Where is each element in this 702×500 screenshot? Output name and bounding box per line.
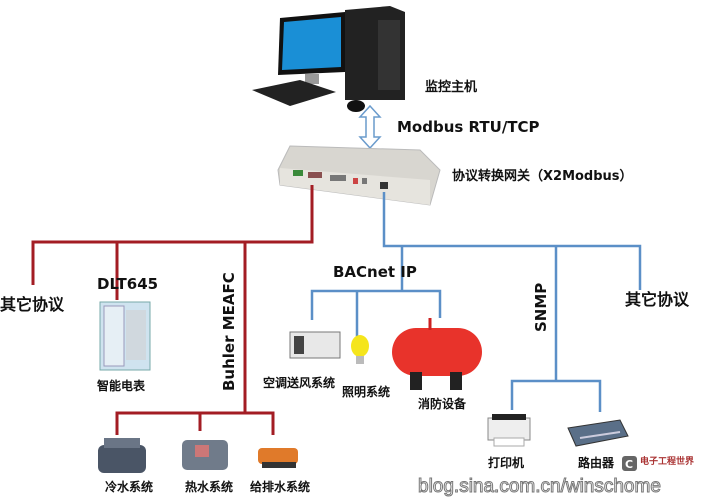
lighting-label: 照明系统 (342, 385, 391, 399)
gateway-label: 协议转换网关（X2Modbus） (452, 169, 633, 184)
air-handler-label: 空调送风系统 (263, 376, 336, 390)
hot-water-system-icon (182, 440, 228, 470)
watermark-logo-text: 电子工程世界 (640, 457, 695, 467)
link-protocol-label: Modbus RTU/TCP (397, 118, 540, 136)
gateway-device-icon (277, 145, 441, 206)
bacnet-label: BACnet IP (333, 263, 417, 281)
host-label: 监控主机 (425, 80, 478, 95)
watermark-logo: C (622, 456, 637, 471)
chiller-icon (98, 438, 146, 473)
router-label: 路由器 (578, 456, 615, 470)
smart-meter-cabinet-icon (99, 301, 151, 371)
snmp-label: SNMP (532, 282, 550, 332)
serial-other-protocol-label: 其它协议 (0, 295, 65, 314)
chiller-label: 冷水系统 (105, 480, 154, 494)
ethernet-bus-lines (310, 192, 642, 412)
ethernet-other-protocol-label: 其它协议 (625, 290, 690, 309)
serial-bus-lines (31, 185, 314, 435)
svg-text:C: C (625, 458, 633, 471)
buhler-label: Buhler MEAFC (220, 272, 238, 391)
printer-label: 打印机 (488, 456, 525, 470)
fire-equipment-label: 消防设备 (418, 397, 467, 411)
desktop-computer-icon (252, 6, 405, 112)
hot-water-label: 热水系统 (185, 480, 234, 494)
light-bulb-icon (351, 335, 369, 364)
router-icon (567, 419, 629, 447)
water-supply-label: 给排水系统 (250, 480, 311, 494)
air-handler-icon (289, 331, 341, 359)
watermark-text: blog.sina.com.cn/winschome (418, 476, 662, 497)
fire-tank-icon (392, 318, 482, 390)
water-supply-pump-icon (258, 448, 298, 468)
smart-meter-label: 智能电表 (97, 379, 146, 393)
printer-icon (487, 414, 531, 447)
double-arrow-icon (358, 104, 382, 150)
dlt645-label: DLT645 (97, 275, 159, 293)
